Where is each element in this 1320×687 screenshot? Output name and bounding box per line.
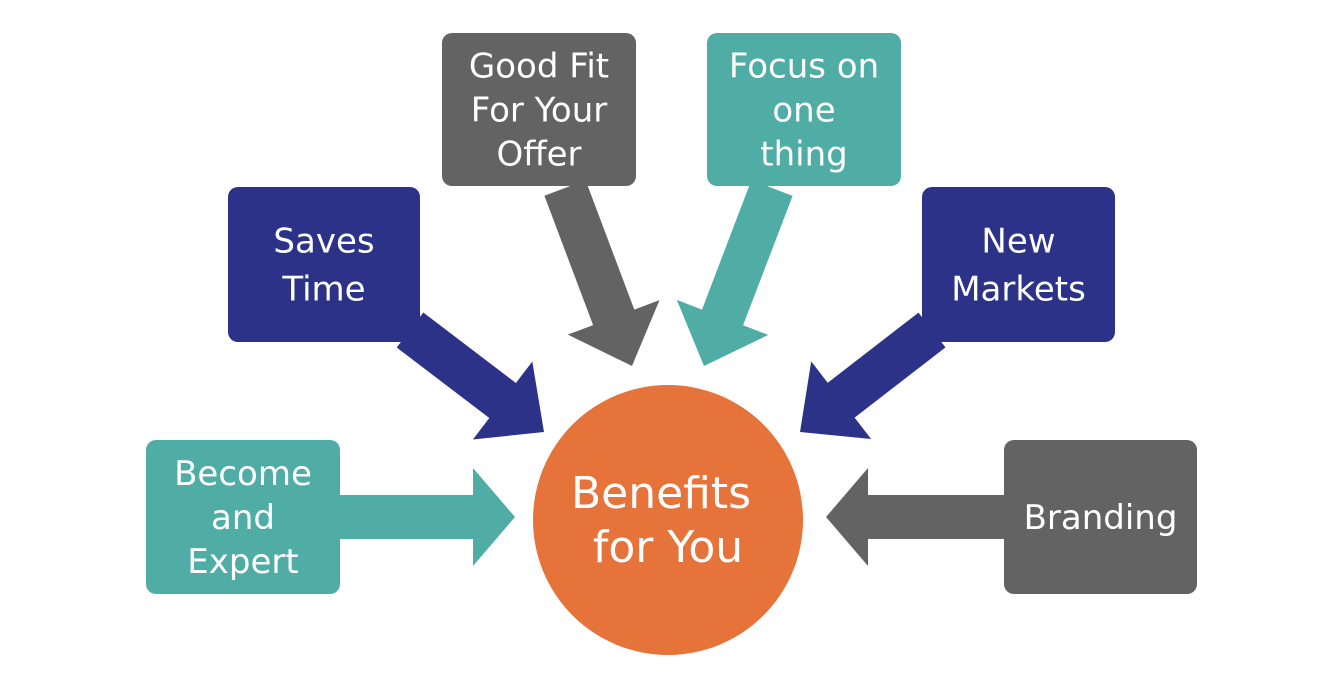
box-branding-label: Branding xyxy=(1024,498,1178,538)
arrow-focus-one-thing xyxy=(676,180,793,366)
box-label-line: Markets xyxy=(951,270,1086,310)
box-label-line: Time xyxy=(281,270,365,310)
box-branding: Branding xyxy=(1004,440,1197,594)
box-label-line: Branding xyxy=(1024,498,1178,538)
box-label-line: one xyxy=(772,91,835,131)
box-label-line: Become xyxy=(174,454,312,494)
arrow-new-markets xyxy=(800,312,946,439)
box-focus-one-thing-background xyxy=(707,33,901,186)
box-new-markets-background xyxy=(922,187,1115,342)
center-label-line: for You xyxy=(593,522,743,573)
box-become-expert-background xyxy=(146,440,340,594)
box-branding-background xyxy=(1004,440,1197,594)
arrow-good-fit xyxy=(544,180,660,366)
arrows-layer xyxy=(340,180,1004,566)
box-label-line: and xyxy=(211,498,275,538)
box-label-line: Offer xyxy=(496,135,581,175)
arrow-saves-time xyxy=(396,312,544,440)
box-label-line: thing xyxy=(760,135,847,175)
box-label-line: Good Fit xyxy=(469,47,609,87)
center-layer: Benefits for You xyxy=(533,385,803,655)
arrow-become-expert xyxy=(340,468,515,566)
box-label-line: New xyxy=(981,222,1055,262)
center-label: Benefits for You xyxy=(571,468,765,573)
box-good-fit-background xyxy=(442,33,636,186)
box-label-line: Saves xyxy=(273,222,374,262)
arrow-branding xyxy=(826,468,1004,566)
center-circle xyxy=(533,385,803,655)
box-saves-time-background xyxy=(228,187,420,342)
box-label-line: Expert xyxy=(187,542,298,582)
box-label-line: For Your xyxy=(471,91,608,131)
center-label-line: Benefits xyxy=(571,468,751,519)
box-label-line: Focus on xyxy=(729,47,879,87)
